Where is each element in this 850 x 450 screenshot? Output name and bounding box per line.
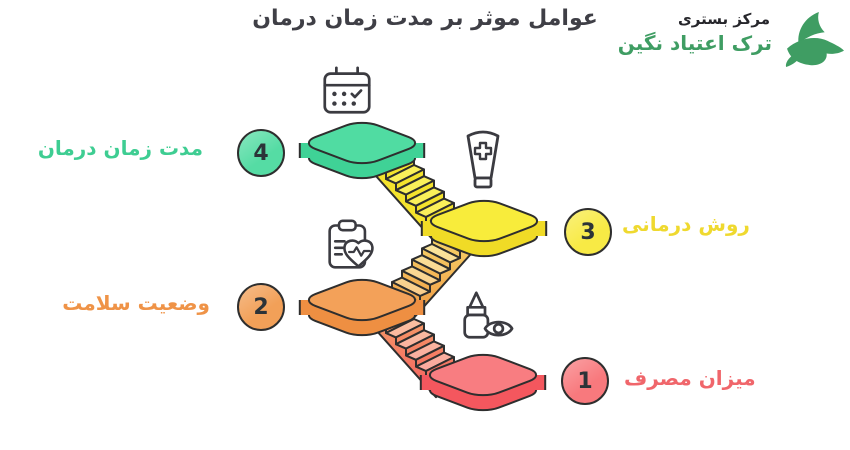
step-1-label: میزان مصرف xyxy=(624,366,756,390)
diagram-shape xyxy=(421,351,545,398)
step-4-badge: 4 xyxy=(237,129,285,177)
step-3-badge: 3 xyxy=(564,208,612,256)
step-2-label: وضعیت سلامت xyxy=(62,291,210,315)
step-2-badge: 2 xyxy=(237,283,285,331)
diagram-shape xyxy=(300,119,424,166)
calendar-icon xyxy=(323,66,371,114)
nasal-drops-eye-icon xyxy=(463,291,514,339)
logo-title: ترک اعتیاد نگین xyxy=(617,31,772,55)
ointment-tube-icon xyxy=(466,130,500,189)
step-4-label: مدت زمان درمان xyxy=(37,136,203,160)
step-3-label: روش درمانی xyxy=(622,212,750,236)
diagram-shape xyxy=(300,276,424,323)
diagram-shape xyxy=(422,197,546,244)
clipboard-heart-icon xyxy=(328,219,374,269)
page-title: عوامل موثر بر مدت زمان درمان xyxy=(252,6,598,31)
dove-logo-icon xyxy=(785,11,844,67)
step-1-badge: 1 xyxy=(561,357,609,405)
logo-subtitle: مرکز بستری xyxy=(678,10,770,28)
